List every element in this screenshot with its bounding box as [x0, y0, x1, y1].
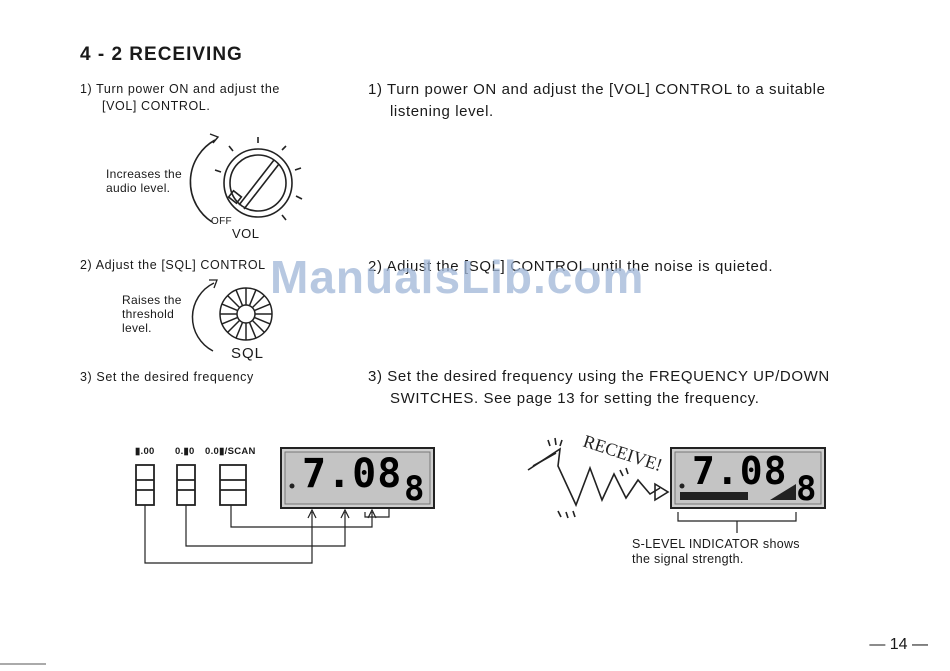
sql-knob-rib: [235, 322, 244, 339]
sql-caption-line3: level.: [122, 321, 152, 335]
sql-caption-line2: threshold: [122, 307, 175, 321]
sql-knob-rib: [221, 316, 238, 325]
switch-10khz-scan[interactable]: [219, 464, 247, 506]
vol-caption: Increases the audio level.: [106, 167, 182, 195]
vol-caption-line2: audio level.: [106, 181, 171, 195]
vol-knob-icon: [189, 133, 303, 223]
sql-knob-rib: [227, 319, 241, 333]
sql-knob-rib: [221, 303, 238, 312]
sql-knob-rib: [251, 319, 265, 333]
switch-1mhz[interactable]: [135, 464, 155, 506]
s-level-caption-line2: the signal strength.: [632, 552, 744, 566]
vol-off-label: OFF: [211, 216, 232, 227]
step1-left: 1) Turn power ON and adjust the [VOL] CO…: [80, 81, 280, 115]
watermark: ManualsLib.com: [270, 251, 645, 303]
step1-right-line1: 1) Turn power ON and adjust the [VOL] CO…: [368, 81, 826, 98]
sql-knob-rib: [251, 295, 265, 309]
section-title: 4 - 2 RECEIVING: [80, 44, 243, 65]
sql-knob-label: SQL: [231, 345, 265, 362]
sql-knob-rib: [227, 295, 241, 309]
sql-knob-rib: [254, 316, 271, 325]
sql-caption: Raises the threshold level.: [122, 293, 182, 335]
receive-signal-icon: [527, 437, 670, 519]
frequency-switches: [135, 464, 247, 506]
step1-right-line2: listening level.: [390, 103, 494, 120]
s-meter-bar: [680, 492, 748, 500]
sql-knob-rib: [248, 322, 257, 339]
lcd-left-frequency: 7.08: [302, 451, 402, 497]
lcd-left: 7.08 8: [280, 447, 435, 509]
switch-label-2: 0.▮0: [175, 446, 195, 457]
lcd-right: 7.08 8: [670, 447, 826, 509]
vol-caption-line1: Increases the: [106, 167, 182, 181]
s-level-caption-line1: S-LEVEL INDICATOR shows: [632, 537, 800, 551]
lcd-left-channel: 8: [404, 469, 425, 509]
receive-label: RECEIVE!: [581, 431, 665, 475]
switch-connectors: [144, 505, 390, 564]
step3-right: 3) Set the desired frequency using the F…: [368, 366, 830, 410]
step2-right: 2) Adjust the [SQL] CONTROL until the no…: [368, 258, 774, 275]
switch-label-1: ▮.00: [135, 446, 155, 457]
lcd-right-channel: 8: [796, 469, 817, 509]
page-number: — 14 —: [869, 636, 928, 653]
lcd-right-frequency: 7.08: [692, 449, 788, 493]
step1-left-line2: [VOL] CONTROL.: [102, 99, 211, 113]
step1-left-line1: 1) Turn power ON and adjust the: [80, 82, 280, 96]
step3-right-line1: 3) Set the desired frequency using the F…: [368, 368, 830, 385]
step3-right-line2: SWITCHES. See page 13 for setting the fr…: [390, 390, 760, 407]
sql-knob-rib: [235, 289, 244, 306]
step1-right: 1) Turn power ON and adjust the [VOL] CO…: [368, 79, 826, 123]
s-level-bracket: [677, 512, 797, 533]
s-level-caption: S-LEVEL INDICATOR shows the signal stren…: [632, 537, 800, 567]
step3-left: 3) Set the desired frequency: [80, 370, 254, 384]
vol-knob-label: VOL: [232, 226, 260, 241]
sql-knob-rib: [254, 303, 271, 312]
switch-label-3: 0.0▮/SCAN: [205, 446, 256, 457]
step2-left: 2) Adjust the [SQL] CONTROL: [80, 258, 266, 272]
s-meter-wedge: [770, 484, 796, 500]
sql-knob-icon: [191, 279, 273, 352]
sql-knob-rib: [248, 289, 257, 306]
sql-caption-line1: Raises the: [122, 293, 182, 307]
switch-100khz[interactable]: [176, 464, 196, 506]
